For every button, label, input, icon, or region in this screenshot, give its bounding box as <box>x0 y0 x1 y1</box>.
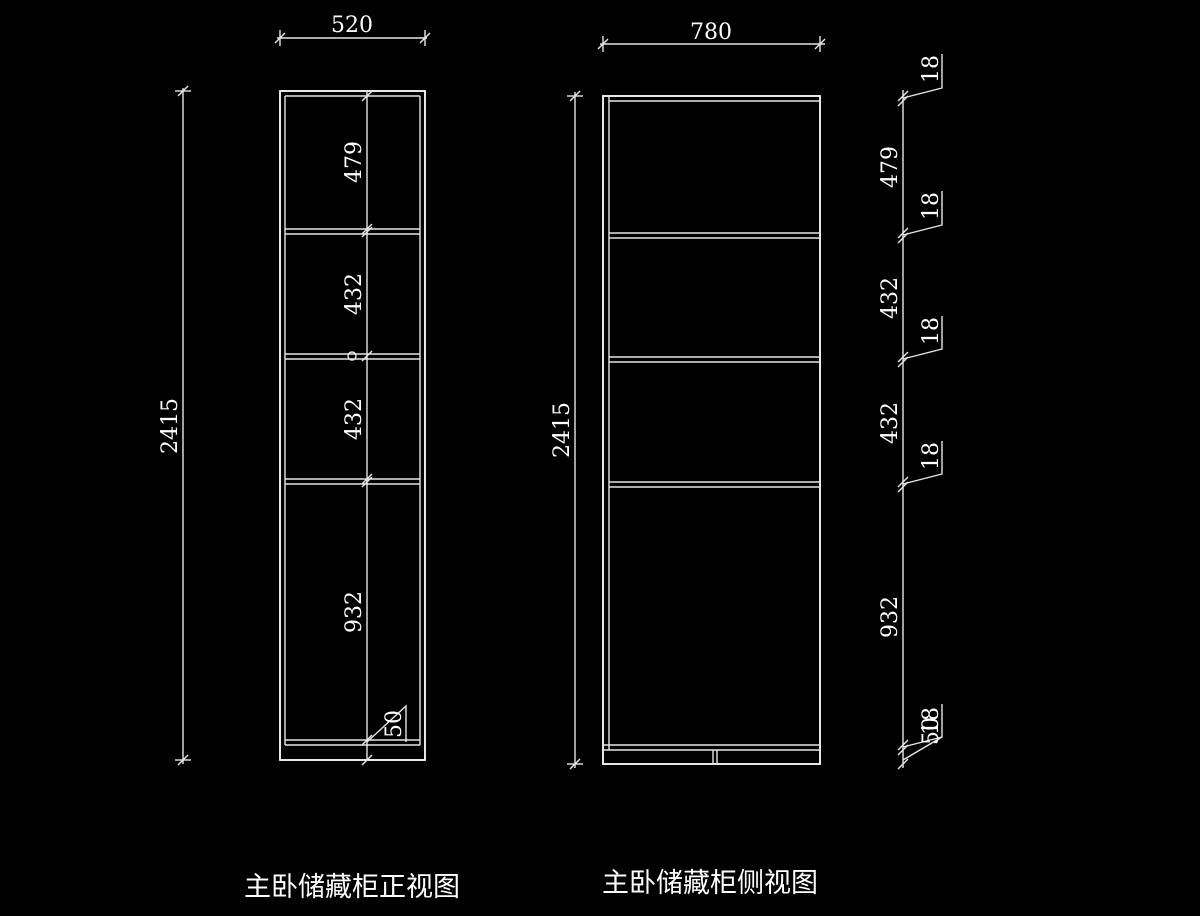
front-shelves <box>285 228 420 746</box>
front-compartment-1-label: 479 <box>342 141 367 183</box>
side-width-dimension: 780 <box>597 20 826 52</box>
front-view-caption: 主卧储藏柜正视图 <box>244 872 460 903</box>
front-base-label: 50 <box>382 710 407 738</box>
side-cabinet-outline <box>602 95 821 765</box>
side-shelf-4-thickness: 18 <box>919 442 944 470</box>
side-height-dimension: 2415 <box>550 90 583 770</box>
side-bottom-thickness-label: 18 <box>919 707 944 735</box>
side-shelf-1-thickness: 18 <box>919 55 944 83</box>
front-height-dimension: 2415 <box>158 85 191 766</box>
front-compartment-dimensions: 479 432 432 932 50 <box>342 90 407 766</box>
front-compartment-4-label: 932 <box>342 591 367 633</box>
side-compartment-3-label: 432 <box>878 402 903 444</box>
side-compartment-dimensions: 18 18 18 18 479 432 432 932 50 18 <box>878 54 944 770</box>
front-compartment-2-label: 432 <box>342 273 367 315</box>
side-shelf-2-thickness: 18 <box>919 192 944 220</box>
side-view: 780 2415 <box>550 20 944 899</box>
front-width-dimension: 520 <box>274 13 431 46</box>
side-compartment-2-label: 432 <box>878 277 903 319</box>
side-shelf-3-thickness: 18 <box>919 317 944 345</box>
side-compartment-4-label: 932 <box>878 596 903 638</box>
side-base-height-label: 50 <box>919 717 944 745</box>
side-view-caption: 主卧储藏柜侧视图 <box>602 868 818 899</box>
front-compartment-3-label: 432 <box>342 398 367 440</box>
front-cabinet-outline <box>279 90 426 761</box>
side-width-label: 780 <box>690 20 732 45</box>
front-view: 520 2415 479 432 432 932 <box>158 13 460 903</box>
front-height-label: 2415 <box>158 398 183 454</box>
side-height-label: 2415 <box>550 402 575 458</box>
side-compartment-1-label: 479 <box>878 146 903 188</box>
front-width-label: 520 <box>331 13 373 38</box>
side-shelves <box>603 232 820 764</box>
